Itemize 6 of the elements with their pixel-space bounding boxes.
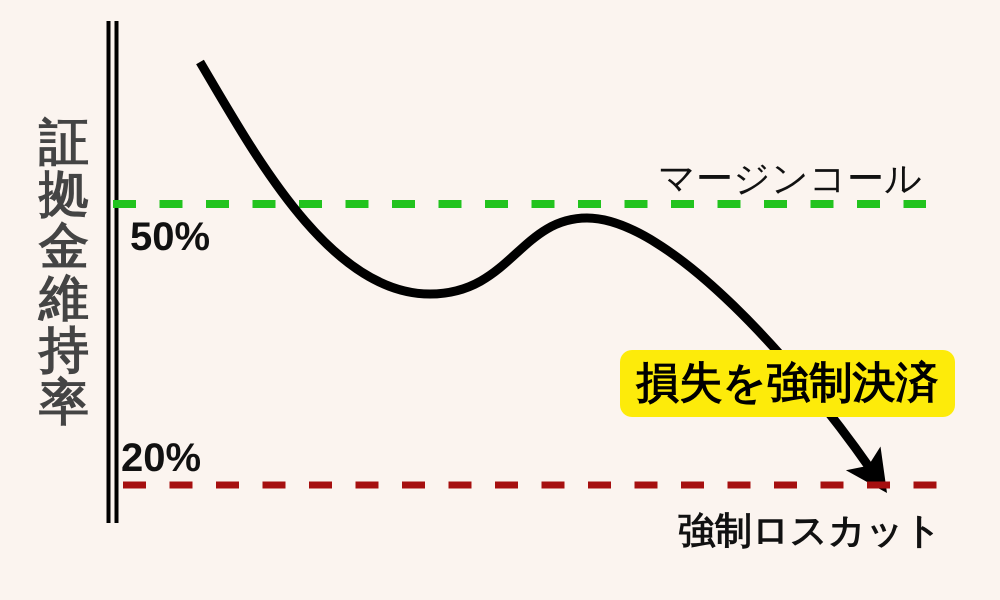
line-label: 強制ロスカット: [678, 512, 942, 549]
axis-title: 証拠金維持率: [39, 116, 89, 428]
level-label: 50%: [130, 217, 210, 257]
level-label: 20%: [121, 438, 202, 478]
line-label: マージンコール: [658, 160, 922, 197]
callout-box: 損失を強制決済: [620, 350, 955, 417]
